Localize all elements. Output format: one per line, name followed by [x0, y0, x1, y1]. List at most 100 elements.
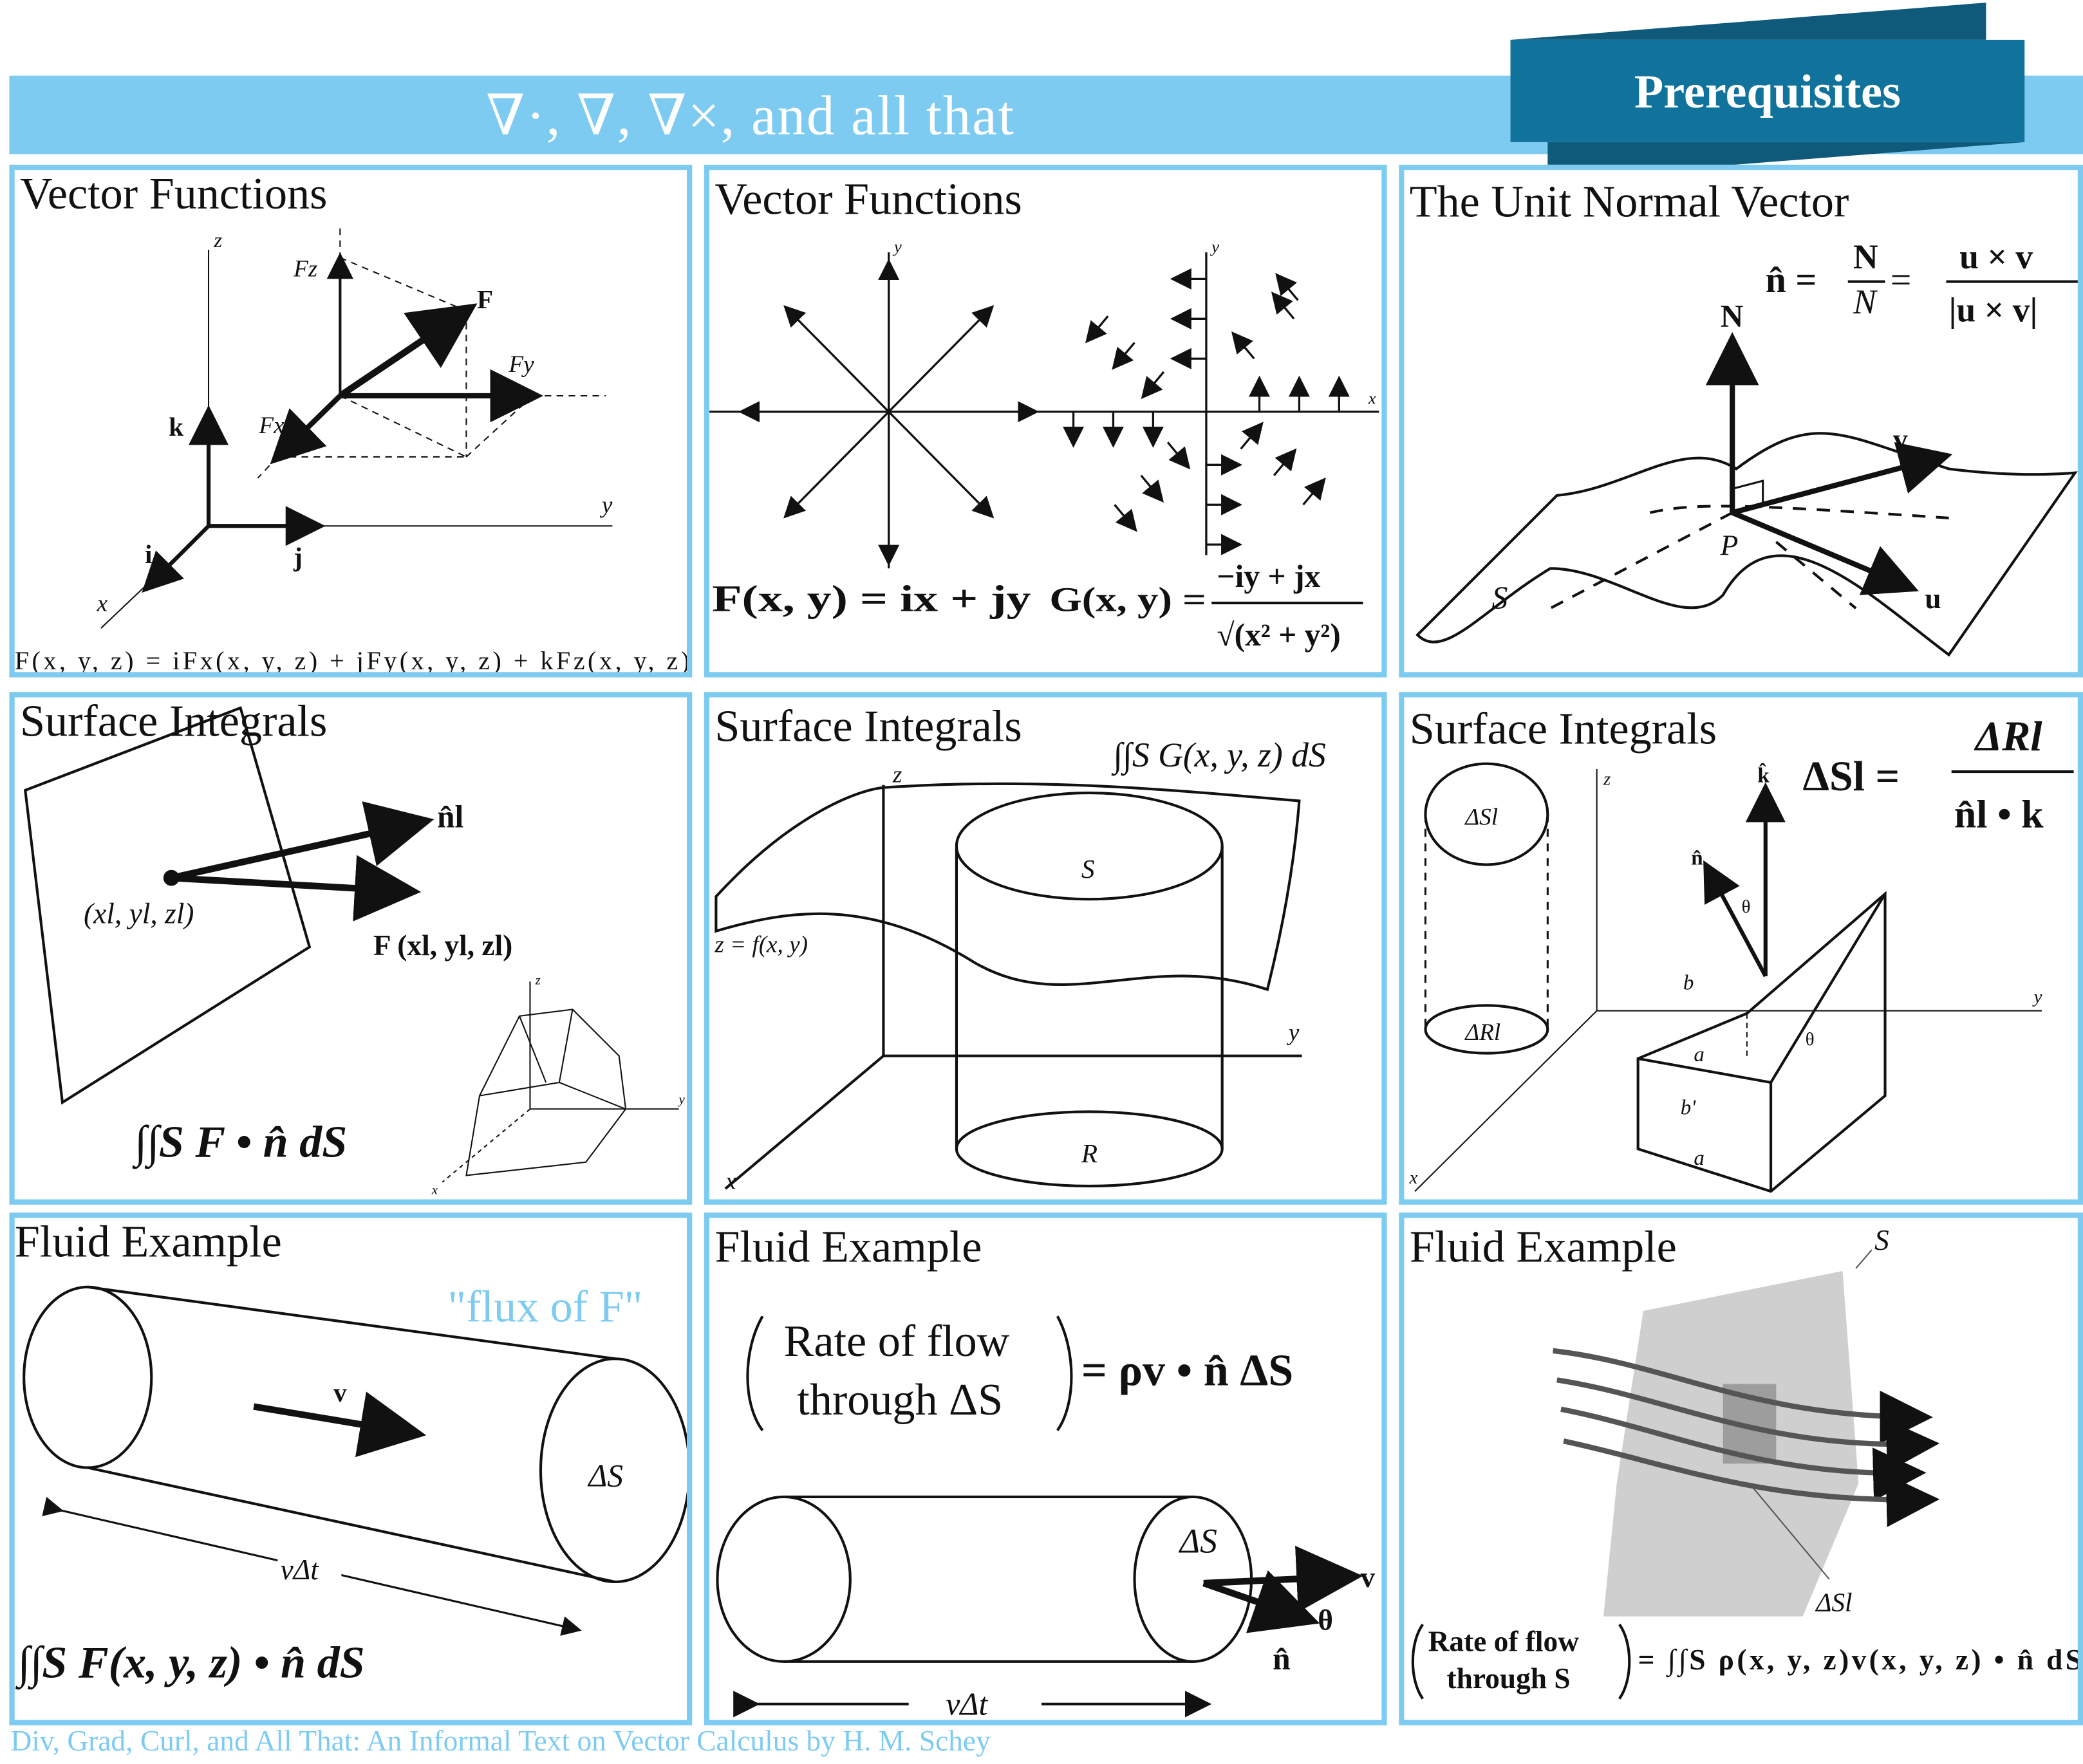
theta-label: θ — [1318, 1604, 1333, 1636]
component-label-Fx: Fx — [258, 413, 285, 439]
formula-mid-den: N — [1853, 283, 1878, 321]
surface-projection-diagram: S R z = f(x, y) z y x ∫∫S G(x, y, z) dS — [714, 736, 1325, 1194]
surface-integral-diagram: n̂l (xl, yl, zl) F (xl, yl, zl) z y x ∫∫… — [23, 706, 686, 1197]
panel-title: Vector Functions — [19, 170, 328, 219]
panel-surface-element: ΔSl ΔRl k̂ n̂ θ θ b a b' a z y x ΔSl = Δ… — [1399, 692, 2083, 1205]
vector-label-u: u — [1925, 582, 1941, 615]
normal-label: n̂l — [437, 799, 463, 835]
formula-rhs: = ∫∫S ρ(x, y, z)v(x, y, z) • n̂ dS — [1638, 1644, 2082, 1678]
slide-title: ∇·, ∇, ∇×, and all that — [486, 86, 1016, 148]
length-label: vΔt — [946, 1686, 988, 1722]
surface-equation: z = f(x, y) — [714, 932, 808, 958]
panel-fluid-surface: S ΔSl Rate of flow through S = ∫∫S ρ(x, … — [1399, 1212, 2083, 1725]
vector-label-N: N — [1721, 299, 1744, 334]
area-label: ΔS — [1179, 1522, 1217, 1561]
panel-unit-normal: N v u P S n̂ = N N = u × v |u × v| The U… — [1399, 164, 2083, 678]
surface-element-diagram: ΔSl ΔRl k̂ n̂ θ θ b a b' a z y x ΔSl = Δ… — [1409, 713, 2074, 1193]
axis-label-y-left: y — [892, 237, 902, 256]
label-theta-2: θ — [1806, 1029, 1815, 1050]
axis-label-z: z — [892, 762, 902, 788]
label-b: b — [1683, 972, 1694, 995]
formula-num: ΔRl — [1974, 713, 2042, 760]
surface-integral-formula: ∫∫S G(x, y, z) dS — [1111, 736, 1325, 776]
label-a: a — [1694, 1043, 1705, 1066]
formula-line-1: Rate of flow — [1428, 1625, 1580, 1657]
label-theta: θ — [1742, 896, 1751, 917]
formula-mid-num: N — [1853, 237, 1878, 276]
axis-label-x: x — [725, 1168, 736, 1194]
vector-label-F: F — [477, 284, 493, 314]
formula-lhs: n̂ = — [1766, 260, 1817, 301]
vector-field-diagram: y y x F(x, y) = ix + jy G(x, y) = −iy + … — [709, 237, 1379, 653]
component-label-Fz: Fz — [293, 255, 317, 282]
label-n: n̂ — [1691, 847, 1703, 870]
panel-vector-functions-3d: z y x i j k F Fz Fy Fx F(x, y, z) = iFx(… — [9, 164, 693, 678]
panel-title: Surface Integrals — [19, 697, 328, 747]
unit-vector-i: i — [145, 539, 152, 569]
panel-surface-integral-projection: S R z = f(x, y) z y x ∫∫S G(x, y, z) dS … — [704, 692, 1387, 1205]
length-label: vΔt — [280, 1554, 319, 1586]
panel-vector-fields: y y x F(x, y) = ix + jy G(x, y) = −iy + … — [704, 164, 1387, 678]
flux-formula: ∫∫S F(x, y, z) • n̂ dS — [15, 1638, 365, 1690]
panel-title: Fluid Example — [715, 1223, 982, 1273]
normal-label: n̂ — [1273, 1641, 1291, 1676]
region-label-R: R — [1081, 1138, 1098, 1168]
axis-label-x: x — [431, 1183, 438, 1197]
axis-label-z: z — [1603, 769, 1611, 790]
vector-function-formula: F(x, y, z) = iFx(x, y, z) + jFy(x, y, z)… — [15, 646, 689, 675]
formula-den: n̂l • k — [1954, 793, 2044, 837]
source-citation: Div, Grad, Curl, and All That: An Inform… — [10, 1723, 991, 1758]
unit-vector-k: k — [169, 412, 183, 441]
axis-label-z: z — [213, 229, 222, 252]
label-dR: ΔRl — [1464, 1019, 1500, 1046]
surface-integral-formula: ∫∫S F • n̂ dS — [132, 1117, 347, 1169]
formula-rhs-num: u × v — [1959, 237, 2033, 276]
vector-label-v: v — [1893, 423, 1908, 456]
axis-label-y: y — [599, 492, 613, 519]
panel-title: Vector Functions — [715, 175, 1022, 225]
formula-G-denominator: √(x² + y²) — [1217, 617, 1340, 653]
velocity-label: v — [333, 1377, 347, 1407]
label-b-prime: b' — [1681, 1097, 1697, 1120]
formula-F: F(x, y) = ix + jy — [712, 579, 1031, 619]
axis-label-x: x — [97, 590, 108, 617]
formula-lhs: ΔSl = — [1803, 753, 1900, 800]
unit-normal-diagram: N v u P S n̂ = N N = u × v |u × v| — [1415, 237, 2078, 657]
formula-G-lhs: G(x, y) = — [1049, 580, 1206, 618]
surface-label-S: S — [1492, 580, 1508, 615]
panel-title: The Unit Normal Vector — [1409, 178, 1849, 227]
formula-G-numerator: −iy + jx — [1217, 559, 1320, 594]
vector-3d-diagram: z y x i j k F Fz Fy Fx F(x, y, z) = iFx(… — [15, 228, 689, 675]
element-label: ΔSl — [1815, 1587, 1852, 1617]
axis-label-y: y — [1286, 1019, 1300, 1046]
label-dS: ΔSl — [1464, 804, 1498, 831]
formula-rhs: = ρv • n̂ ΔS — [1081, 1346, 1293, 1396]
axis-label-x: x — [1368, 388, 1376, 407]
point-label-P: P — [1720, 530, 1739, 562]
axis-label-y: y — [2032, 987, 2042, 1007]
surface-label-S: S — [1874, 1224, 1889, 1256]
fluid-cylinder-diagram: v ΔS vΔt "flux of F" ∫∫S F(x, y, z) • n̂… — [15, 1281, 687, 1690]
panel-title: Fluid Example — [14, 1218, 282, 1267]
panel-fluid-flux: v ΔS vΔt "flux of F" ∫∫S F(x, y, z) • n̂… — [9, 1212, 693, 1725]
formula-line-1: Rate of flow — [784, 1316, 1010, 1366]
formula-equals: = — [1891, 260, 1912, 301]
component-label-Fy: Fy — [508, 351, 534, 378]
fluid-surface-diagram: S ΔSl Rate of flow through S = ∫∫S ρ(x, … — [1411, 1224, 2082, 1700]
unit-vector-j: j — [293, 542, 303, 571]
formula-rhs-den: |u × v| — [1949, 290, 2038, 329]
velocity-label: v — [1360, 1561, 1375, 1593]
formula-line-2: through S — [1446, 1662, 1570, 1694]
axis-label-x: x — [1409, 1167, 1418, 1188]
area-label: ΔS — [587, 1458, 623, 1493]
axis-label-z: z — [535, 973, 541, 987]
point-label: (xl, yl, zl) — [84, 897, 194, 929]
panel-fluid-rate: Rate of flow through ΔS = ρv • n̂ ΔS ΔS … — [704, 1212, 1387, 1725]
prerequisites-label: Prerequisites — [1634, 65, 1901, 118]
panel-title: Fluid Example — [1409, 1223, 1677, 1273]
label-a-2: a — [1694, 1147, 1705, 1170]
region-label-S: S — [1081, 854, 1095, 884]
panel-title: Surface Integrals — [1409, 705, 1717, 755]
fluid-rate-diagram: Rate of flow through ΔS = ρv • n̂ ΔS ΔS … — [716, 1315, 1375, 1722]
